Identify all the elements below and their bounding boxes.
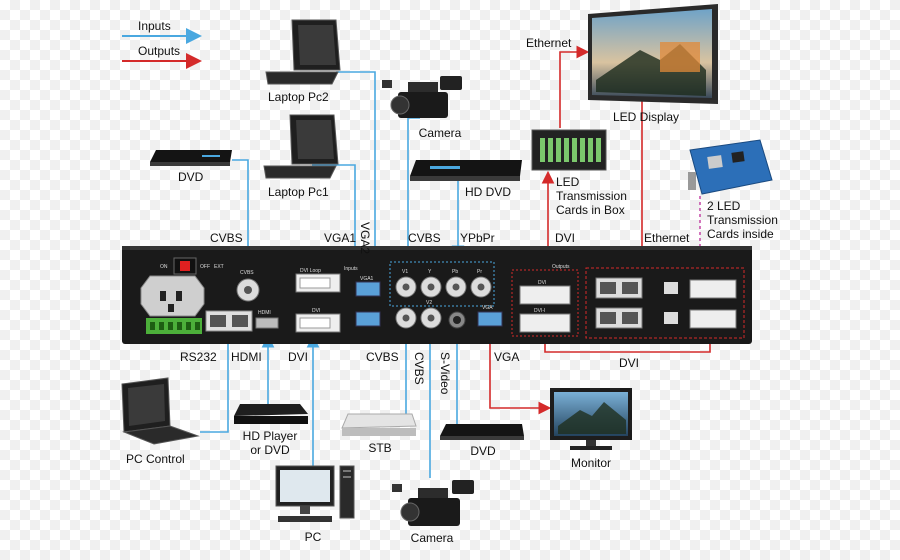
panel-y-text: Y [428,269,432,275]
conn-ethernet-top-label: Ethernet [526,36,572,50]
panel-inputs-tag: Inputs [344,266,358,272]
dvd-player-bottom-icon [440,424,524,440]
hd-player-label: HD Player or DVD [242,429,298,457]
conn-ethernet-right-label: Ethernet [644,231,690,245]
cards-inside-label: 2 LED Transmission Cards inside [707,199,778,241]
conn-cvbs-vertical-label: CVBS [412,352,426,385]
laptop-pc1-icon [263,114,339,179]
monitor-label: Monitor [570,456,612,470]
panel-off-text: OFF [200,264,210,270]
led-display-label: LED Display [613,110,680,124]
panel-dvi-loop-text: DVI Loop [300,268,321,274]
panel-v1-text: V1 [402,269,408,275]
dvd-bottom-label: DVD [470,444,496,458]
stb-label: STB [368,441,392,455]
conn-vga-bottom-label: VGA [494,350,520,364]
camera-top-icon [382,76,462,118]
led-cards-box-label: LED Transmission Cards in Box [556,175,627,217]
panel-pr-text: Pr [477,269,482,275]
conn-dvi-right-label: DVI [619,356,640,370]
conn-svideo-vertical-label: S-Video [438,352,452,395]
pc-control-label: PC Control [126,452,185,466]
conn-rs232-label: RS232 [180,350,217,364]
conn-ypbpr-label: YPbPr [460,231,495,245]
led-cards-inside-icon [688,139,773,195]
led-transmission-box-icon [531,129,607,171]
conn-dvi-bottom-label: DVI [288,350,309,364]
led-display-icon [588,4,718,104]
panel-dvi-out2-text: DVI-I [534,308,545,314]
hd-dvd-player-icon [410,160,522,181]
panel-pb-text: Pb [452,269,458,275]
conn-dvi-top-label: DVI [555,231,576,245]
conn-cvbs-mid-label: CVBS [408,231,441,245]
dvd-left-label: DVD [178,170,204,184]
conn-hdmi-label: HDMI [231,350,262,364]
pc-control-laptop-icon [121,377,200,445]
panel-vga1-text: VGA1 [360,276,374,282]
panel-hdmi-text: HDMI [258,310,271,316]
camera-top-label: Camera [418,126,462,140]
pc-icon [275,465,355,522]
laptop-pc1-label: Laptop Pc1 [268,185,329,199]
legend-outputs-label: Outputs [138,44,181,58]
panel-dvi-text: DVI [312,308,320,314]
hd-player-icon [234,404,308,424]
dvd-player-left-icon [150,150,232,166]
output-lines [489,45,711,415]
panel-v2-text: V2 [426,300,432,306]
panel-dvi-out1-text: DVI [538,280,546,286]
stb-icon [341,413,417,436]
panel-cvbs-text: CVBS [240,270,254,276]
conn-cvbs-top-label: CVBS [210,231,243,245]
laptop-pc2-label: Laptop Pc2 [268,90,329,104]
pc-label: PC [304,530,322,544]
conn-vga1-label: VGA1 [324,231,357,245]
panel-ext-text: EXT [214,264,224,270]
camera-bottom-icon [392,480,474,526]
panel-vga-out-text: VGA [482,305,493,311]
panel-on-text: ON [160,264,168,270]
conn-cvbs-bottom-label: CVBS [366,350,399,364]
hd-dvd-label: HD DVD [465,185,512,199]
video-processor-panel: ON OFF EXT CVBS HDMI DVI Loop DVI VGA1 I… [122,246,752,344]
monitor-icon [550,388,632,450]
conn-vga2-label: VGA2 [358,222,372,255]
camera-bottom-label: Camera [410,531,454,545]
panel-outputs-tag: Outputs [552,264,570,270]
laptop-pc2-icon [265,19,341,85]
legend-inputs-label: Inputs [138,19,171,33]
